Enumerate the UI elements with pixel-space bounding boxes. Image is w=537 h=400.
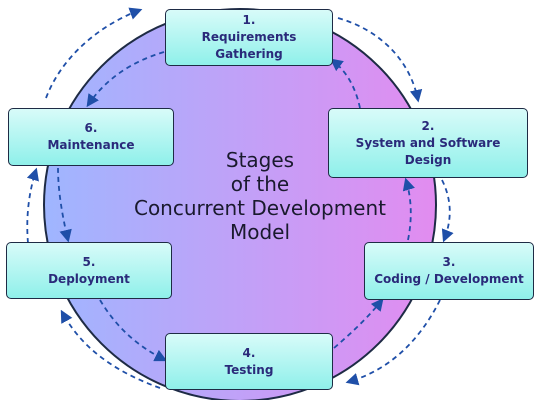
stage-number: 2.	[421, 118, 435, 133]
stage-label: System and Software	[355, 135, 501, 150]
title-line-1: Stages	[225, 148, 295, 172]
stage-testing[interactable]: 4. Testing	[165, 333, 333, 390]
stage-deployment[interactable]: 5. Deployment	[6, 242, 172, 299]
outer-arrow-6-to-1	[45, 7, 143, 99]
title-line-4: Model	[229, 220, 291, 244]
stage-number: 4.	[242, 345, 256, 360]
stage-label: Maintenance	[47, 138, 135, 152]
inner-arrow-1-to-6	[86, 51, 165, 108]
inner-arrow-4-to-3	[333, 298, 384, 349]
stage-coding-development[interactable]: 3. Coding / Development	[364, 242, 534, 300]
stage-number: 6.	[84, 121, 98, 135]
title-line-3: Concurrent Development	[133, 196, 387, 220]
stage-number: 5.	[82, 254, 96, 269]
inner-arrows	[57, 51, 415, 362]
stage-label: Requirements Gathering	[201, 30, 297, 61]
stage-label: Testing	[224, 362, 274, 377]
stage-maintenance[interactable]: 6. Maintenance	[8, 108, 174, 166]
stage-label: Deployment	[48, 271, 130, 286]
outer-arrow-2-to-3	[441, 179, 454, 243]
outer-arrows	[26, 7, 454, 389]
outer-arrow-5-to-6	[26, 167, 39, 244]
stage-label: Coding / Development	[374, 272, 524, 286]
stage-system-software-design[interactable]: 2. System and Software Design	[328, 108, 528, 178]
outer-arrow-3-to-4	[345, 299, 441, 386]
stage-number: 3.	[442, 255, 456, 269]
stage-number: 1.	[242, 13, 256, 27]
stage-label: Design	[404, 152, 452, 167]
inner-arrow-2-to-1	[330, 58, 361, 109]
stage-requirements-gathering[interactable]: 1. Requirements Gathering	[165, 9, 333, 66]
diagram-title: Stages of the Concurrent Development Mod…	[110, 148, 410, 244]
title-line-2: of the	[230, 172, 290, 196]
inner-arrow-3-to-2	[402, 177, 415, 241]
inner-arrow-6-to-5	[57, 167, 72, 243]
